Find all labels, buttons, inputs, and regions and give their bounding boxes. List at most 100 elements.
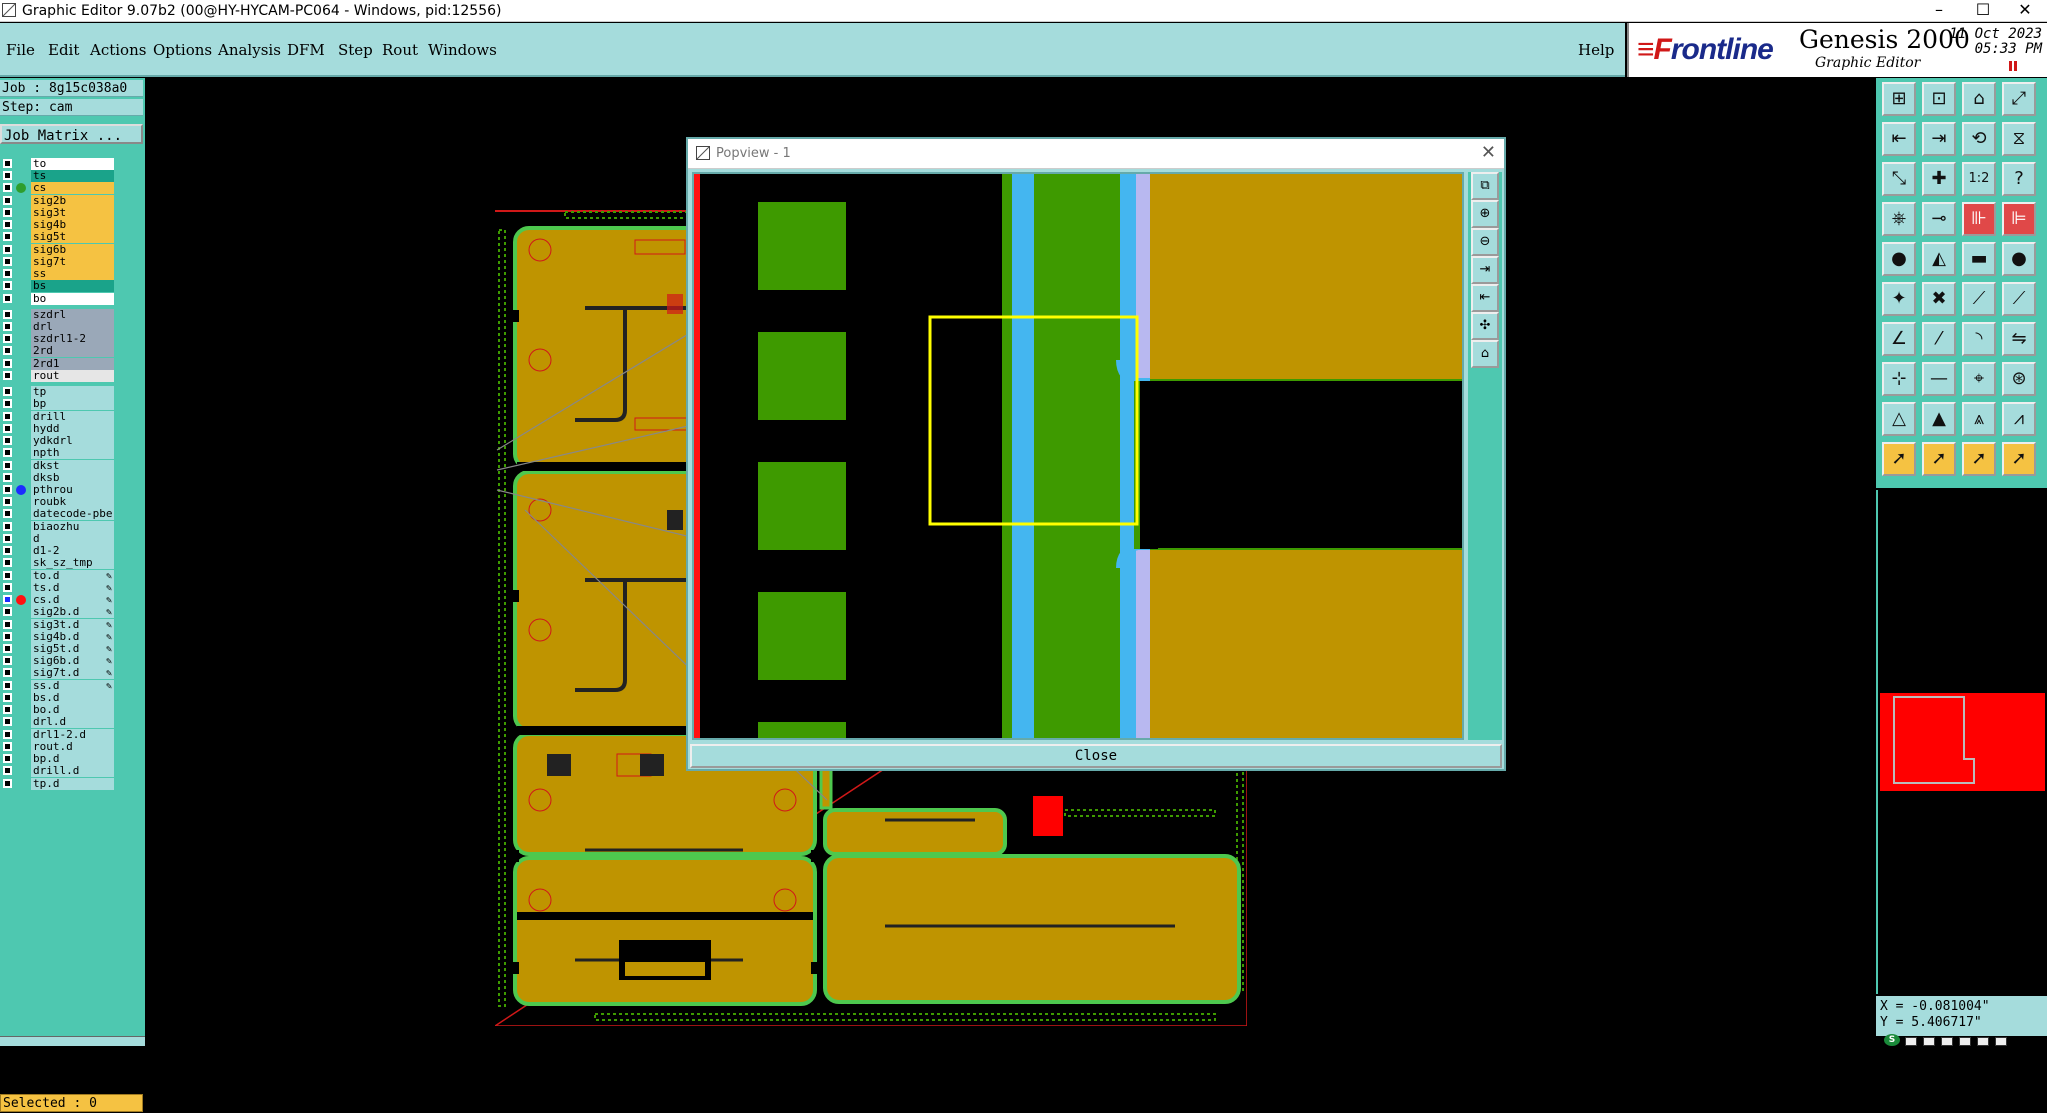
layer-checkbox[interactable] — [3, 207, 12, 217]
menu-dfm[interactable]: DFM — [287, 41, 325, 59]
layer-name[interactable]: ss.d✎ — [31, 679, 114, 692]
layer-row[interactable]: bp — [0, 398, 115, 411]
layer-name[interactable]: szdrl1-2 — [31, 333, 114, 346]
layer-checkbox[interactable] — [3, 281, 12, 291]
layer-row[interactable]: szdrl1-2 — [0, 333, 115, 346]
layer-checkbox[interactable] — [3, 293, 12, 303]
zoom-fit-icon[interactable]: ⤢ — [2002, 82, 2036, 116]
layer-name[interactable]: bp.d — [31, 753, 114, 766]
tray-battery-icon[interactable] — [1959, 1037, 1971, 1046]
menu-rout[interactable]: Rout — [382, 41, 419, 59]
home-icon[interactable]: ⌂ — [1962, 82, 1996, 116]
system-tray-logo-icon[interactable]: S — [1884, 1034, 1900, 1046]
layer-row[interactable]: bs — [0, 280, 115, 293]
layer-checkbox[interactable] — [3, 423, 12, 433]
triangle-a-icon[interactable]: △ — [1882, 402, 1916, 436]
snap-icon[interactable]: ⎈ — [1882, 202, 1916, 236]
layer-row[interactable]: drill.d — [0, 765, 115, 778]
layer-checkbox[interactable] — [3, 322, 12, 331]
layer-checkbox[interactable] — [3, 183, 12, 193]
layer-checkbox[interactable] — [3, 558, 12, 568]
layer-row[interactable]: sig3t.d✎ — [0, 618, 115, 631]
net-icon[interactable]: ⊫ — [2002, 202, 2036, 236]
layer-row[interactable]: bo.d — [0, 704, 115, 717]
layer-checkbox[interactable] — [3, 472, 12, 482]
query-icon[interactable]: ? — [2002, 162, 2036, 196]
layer-checkbox[interactable] — [3, 460, 12, 470]
layer-checkbox[interactable] — [3, 220, 12, 230]
connect-icon[interactable]: ⟋ — [2002, 282, 2036, 316]
layer-checkbox[interactable] — [3, 159, 12, 168]
layer-row[interactable]: bp.d — [0, 753, 115, 766]
close-window-button[interactable]: ✕ — [2018, 0, 2032, 19]
layer-checkbox[interactable] — [3, 595, 12, 605]
layer-name[interactable]: d1-2 — [31, 545, 114, 558]
layer-checkbox[interactable] — [3, 644, 12, 653]
tray-keyboard-icon[interactable] — [1923, 1037, 1935, 1046]
layer-name[interactable]: bs — [31, 280, 114, 293]
zoom-back-icon[interactable]: ⟲ — [1962, 122, 1996, 156]
layer-row[interactable]: ts.d✎ — [0, 581, 115, 594]
layer-name[interactable]: sig7t.d✎ — [31, 667, 114, 680]
popview-home-icon[interactable]: ⌂ — [1471, 340, 1499, 368]
menu-file[interactable]: File — [6, 41, 35, 59]
layer-row[interactable]: szdrl — [0, 308, 115, 321]
line-width-icon[interactable]: ▬ — [1962, 242, 1996, 276]
layer-name[interactable]: ts — [31, 170, 114, 183]
anchor-icon[interactable]: ⌖ — [1962, 362, 1996, 396]
layer-checkbox[interactable] — [3, 656, 12, 666]
popview-zoom-in-icon[interactable]: ⊕ — [1471, 200, 1499, 228]
layer-name[interactable]: drill.d — [31, 765, 114, 778]
layer-checkbox[interactable] — [3, 533, 12, 543]
menu-help[interactable]: Help — [1578, 41, 1615, 59]
menu-edit[interactable]: Edit — [48, 41, 80, 59]
layer-name[interactable]: to.d✎ — [31, 569, 114, 582]
layer-row[interactable]: cs — [0, 182, 115, 195]
layer-checkbox[interactable] — [3, 256, 12, 266]
pan-left-icon[interactable]: ⇤ — [1882, 122, 1916, 156]
zoom-out-icon[interactable]: ⊡ — [1922, 82, 1956, 116]
layer-name[interactable]: ts.d✎ — [31, 581, 114, 594]
measure-icon[interactable]: ⊸ — [1922, 202, 1956, 236]
layer-name[interactable]: roubk — [31, 496, 114, 509]
layer-checkbox[interactable] — [3, 521, 12, 531]
maximize-button[interactable]: ☐ — [1975, 0, 1991, 19]
layer-checkbox[interactable] — [3, 346, 12, 356]
layer-name[interactable]: rout.d — [31, 740, 114, 753]
layer-name[interactable]: drl1-2.d — [31, 728, 114, 741]
popview-zoom-out-icon[interactable]: ⊖ — [1471, 228, 1499, 256]
layer-checkbox[interactable] — [3, 334, 12, 344]
layer-row[interactable]: 2rd1 — [0, 357, 115, 370]
layer-row[interactable]: sig2b — [0, 194, 115, 207]
layer-name[interactable]: tp — [31, 386, 114, 399]
triangle-d-icon[interactable]: ⩘ — [2002, 402, 2036, 436]
layer-row[interactable]: dksb — [0, 471, 115, 484]
layer-checkbox[interactable] — [3, 269, 12, 279]
flip-icon[interactable]: ⇋ — [2002, 322, 2036, 356]
zoom-in-icon[interactable]: ⊞ — [1882, 82, 1916, 116]
layer-row[interactable]: pthrou — [0, 484, 115, 496]
layer-name[interactable]: to — [31, 158, 114, 170]
overview-panel[interactable] — [1876, 490, 2047, 994]
pan-right-icon[interactable]: ⇥ — [1922, 122, 1956, 156]
popview-move-icon[interactable]: ⇤ — [1471, 284, 1499, 312]
center-icon[interactable]: ✚ — [1922, 162, 1956, 196]
layer-checkbox[interactable] — [3, 370, 12, 380]
layer-name[interactable]: ydkdrl — [31, 435, 114, 448]
layer-checkbox[interactable] — [3, 741, 12, 751]
layer-checkbox[interactable] — [3, 411, 12, 421]
layer-row[interactable]: tp — [0, 386, 115, 399]
layer-row[interactable]: sig5t.d✎ — [0, 643, 115, 655]
layer-name[interactable]: sig5t — [31, 231, 114, 244]
layer-checkbox[interactable] — [3, 570, 12, 580]
layer-checkbox[interactable] — [3, 399, 12, 409]
select-icon[interactable]: ➚ — [1882, 442, 1916, 476]
layer-name[interactable]: dkst — [31, 459, 114, 472]
popview-title-bar[interactable]: Popview - 1 ✕ — [688, 139, 1504, 169]
layer-row[interactable]: d — [0, 532, 115, 545]
layer-name[interactable]: sig3t.d✎ — [31, 618, 114, 631]
layer-row[interactable]: drl — [0, 321, 115, 333]
layer-row[interactable]: roubk — [0, 496, 115, 509]
layer-checkbox[interactable] — [3, 582, 12, 592]
layer-row[interactable]: npth — [0, 447, 115, 460]
